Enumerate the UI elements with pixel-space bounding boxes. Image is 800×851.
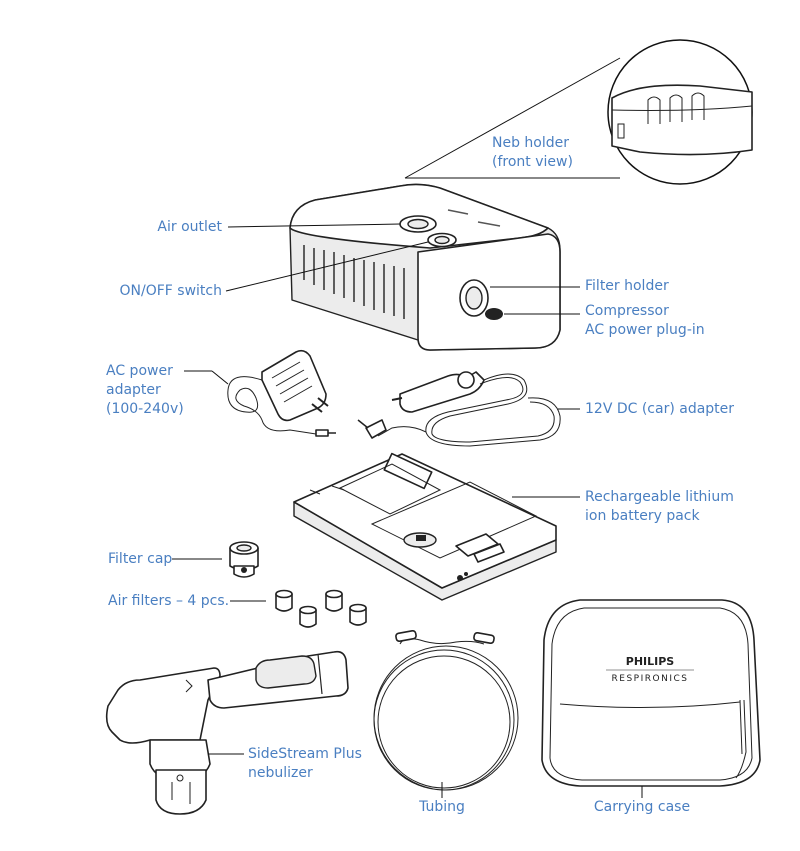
label-air-filters: Air filters – 4 pcs. bbox=[108, 593, 230, 609]
label-filter-holder: Filter holder bbox=[585, 278, 669, 294]
label-battery-pack: ion battery pack bbox=[585, 508, 700, 524]
nebulizer-illustration bbox=[105, 650, 349, 815]
car-adapter-illustration bbox=[357, 371, 561, 447]
label-compressor: Compressor bbox=[585, 303, 669, 319]
label-compressor-plug: AC power plug-in bbox=[585, 322, 705, 338]
label-ac-adapter: adapter bbox=[106, 382, 161, 398]
battery-pack-illustration bbox=[293, 452, 557, 601]
ac-adapter-illustration bbox=[227, 349, 336, 437]
label-on-off-switch: ON/OFF switch bbox=[119, 283, 222, 299]
brand-name: PHILIPS bbox=[626, 655, 675, 668]
label-neb-holder: Neb holder bbox=[492, 135, 570, 151]
label-filter-cap: Filter cap bbox=[108, 551, 173, 567]
neb-holder-callout bbox=[404, 39, 753, 185]
label-neb-holder-sub: (front view) bbox=[492, 154, 573, 170]
compressor-illustration bbox=[289, 183, 561, 351]
carrying-case-illustration bbox=[541, 599, 761, 787]
air-filters-illustration bbox=[275, 589, 367, 628]
ac-adapter-leader-2 bbox=[211, 370, 229, 385]
label-carrying-case: Carrying case bbox=[593, 799, 691, 815]
on-off-leader bbox=[225, 241, 429, 292]
label-air-outlet: Air outlet bbox=[157, 219, 222, 235]
air-outlet-leader bbox=[227, 223, 401, 228]
label-ac-power: AC power bbox=[106, 363, 173, 379]
filter-cap-illustration bbox=[229, 541, 259, 578]
label-ac-voltage: (100-240v) bbox=[106, 401, 184, 417]
leader-lines bbox=[172, 223, 643, 798]
label-nebulizer: SideStream Plus bbox=[248, 746, 362, 762]
brand-sub: RESPIRONICS bbox=[612, 674, 689, 684]
label-dc-adapter: 12V DC (car) adapter bbox=[585, 401, 735, 417]
label-battery: Rechargeable lithium bbox=[585, 489, 734, 505]
label-nebulizer-sub: nebulizer bbox=[248, 765, 313, 781]
tubing-illustration bbox=[373, 629, 519, 791]
label-tubing: Tubing bbox=[419, 799, 465, 815]
